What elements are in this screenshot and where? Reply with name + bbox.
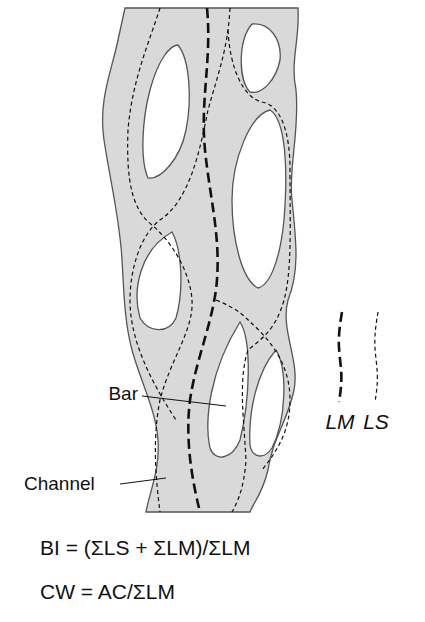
legend-line-sample xyxy=(375,312,378,402)
secondary-path xyxy=(228,30,290,512)
formula: CW = AC/ΣLM xyxy=(40,580,175,603)
part-label: Bar xyxy=(108,384,138,405)
main-path xyxy=(188,8,217,512)
legend-label: LM xyxy=(325,410,354,433)
secondary-path xyxy=(128,8,192,512)
bar-island xyxy=(143,45,189,178)
secondary-path xyxy=(216,300,290,470)
formula: BI = (ΣLS + ΣLM)/ΣLM xyxy=(40,536,251,559)
legend-label: LS xyxy=(363,410,389,433)
river-channel xyxy=(103,8,299,512)
bar-island xyxy=(208,322,248,457)
bar-island xyxy=(232,110,286,288)
bar-island xyxy=(241,24,280,93)
bar-island xyxy=(137,232,181,330)
part-label: Channel xyxy=(24,474,95,495)
secondary-path xyxy=(130,8,230,420)
legend-line-sample xyxy=(339,312,342,402)
leader-line xyxy=(142,396,226,406)
secondary-paths xyxy=(128,8,291,512)
bar-island xyxy=(250,350,284,456)
leader-line xyxy=(120,478,166,484)
